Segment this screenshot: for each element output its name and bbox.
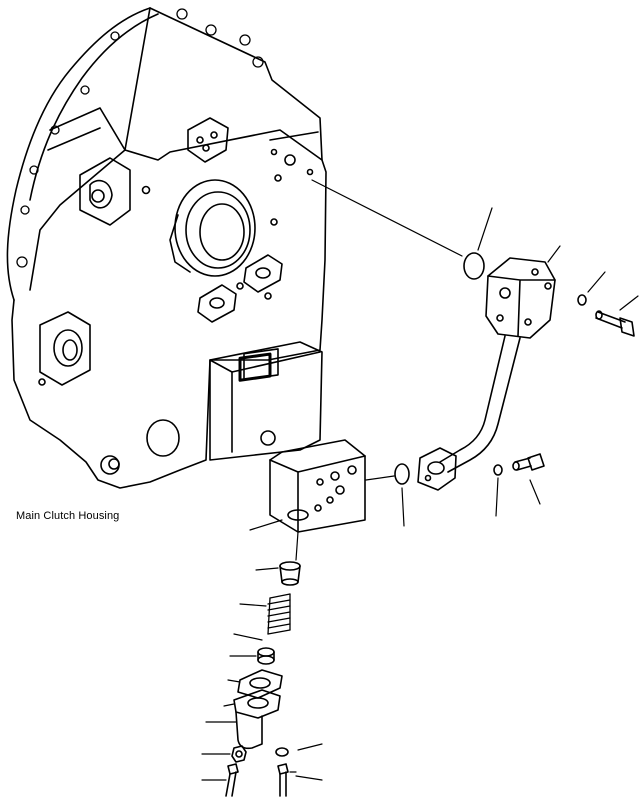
housing-label: Main Clutch Housing [16,510,120,522]
lower-cover [210,342,322,460]
valve-o-ring [395,464,409,484]
cap-bolt-left [226,764,238,796]
valve-spool [280,562,300,585]
lower-left-boss [39,312,90,385]
lower-bolt-3 [109,459,119,469]
cap-washer [276,748,288,756]
flange-bolts [17,9,263,267]
oil-pipe [440,336,520,472]
pipe-flange [418,448,456,490]
lower-round-port [147,420,179,456]
lower-bolt [261,431,275,445]
pipe-cover [486,258,555,338]
housing-flange-inner [30,14,158,200]
housing-body [12,8,326,488]
housing-ridge [48,108,125,150]
cap-bolt-right [278,764,288,796]
cover-washer [578,295,586,305]
cover-o-ring [464,253,484,279]
valve-cap [234,690,280,748]
cover-bolt [596,311,634,336]
main-clutch-housing [7,8,326,488]
leader-lines [202,180,638,780]
housing-port-face [143,132,319,299]
flange-bolt [513,454,544,470]
boss-hole [92,190,104,202]
flange-washer [494,465,502,475]
housing-top-face [30,8,322,290]
center-bore [170,180,255,276]
valve-block [270,440,365,532]
valve-spring [268,594,290,634]
valve-seat [258,648,274,664]
valve-gasket [238,670,282,698]
housing-boss [80,158,130,225]
mount-pad-top [188,118,228,162]
housing-flange [7,8,150,300]
mount-pad-mid [198,255,282,322]
cap-nut [232,746,246,762]
